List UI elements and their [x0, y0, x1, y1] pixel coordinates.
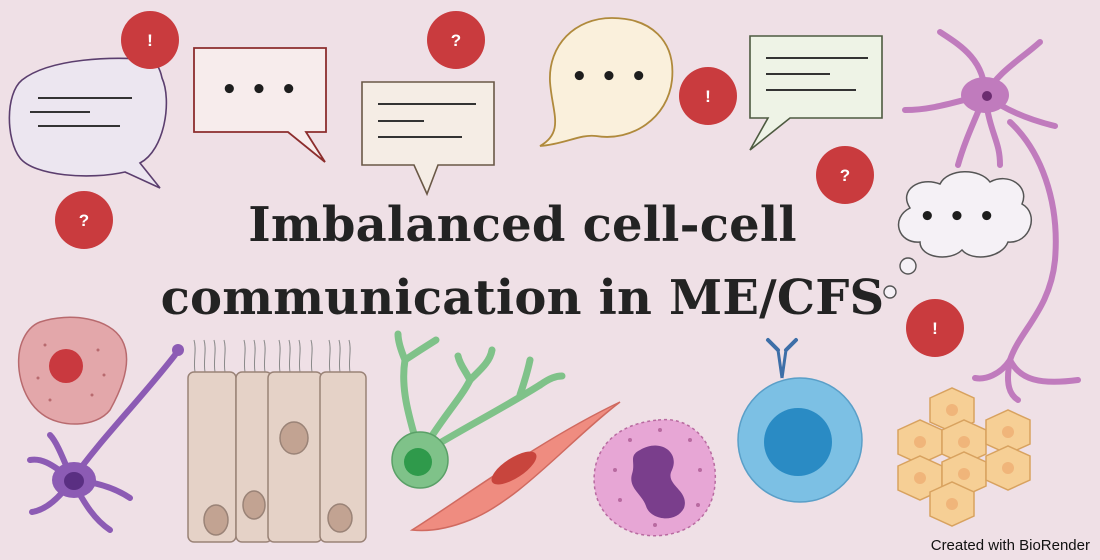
question-badge-icon: ?: [816, 146, 874, 204]
speech-bubble-icon: • • •: [193, 47, 327, 163]
neuron-icon: [902, 29, 1081, 403]
exclamation-badge-icon: !: [121, 11, 179, 69]
speech-bubble-icon: [8, 57, 168, 189]
svg-text:?: ?: [451, 31, 461, 50]
hepatocytes-icon: [897, 387, 1031, 527]
microglia-icon: [27, 344, 184, 533]
thought-cloud-icon: • • •: [883, 171, 1033, 299]
ellipsis-icon: • • •: [919, 202, 997, 232]
exclamation-badge-icon: !: [679, 67, 737, 125]
svg-text:!: !: [932, 319, 938, 338]
ellipsis-icon: • • •: [221, 75, 299, 105]
exclamation-badge-icon: !: [906, 299, 964, 357]
svg-text:?: ?: [79, 211, 89, 230]
title-line-2: communication in ME/CFS: [160, 270, 885, 326]
question-badge-icon: ?: [427, 11, 485, 69]
question-badge-icon: ?: [55, 191, 113, 249]
svg-text:?: ?: [840, 166, 850, 185]
svg-text:!: !: [705, 87, 711, 106]
macrophage-icon: [17, 316, 128, 425]
lymphocyte-icon: [737, 338, 863, 503]
neutrophil-icon: [593, 418, 717, 537]
ellipsis-icon: • • •: [571, 62, 649, 92]
title-line-1: Imbalanced cell-cell: [248, 197, 797, 253]
credit-text: Created with BioRender: [930, 537, 1090, 554]
speech-bubble-icon: [749, 35, 883, 151]
astrocyte-icon: [391, 330, 566, 489]
svg-text:!: !: [147, 31, 153, 50]
fibroblast-icon: [409, 401, 621, 532]
speech-bubble-icon: [361, 81, 495, 197]
speech-bubble-icon: • • •: [539, 17, 674, 147]
epithelial-cells-icon: [187, 339, 367, 543]
